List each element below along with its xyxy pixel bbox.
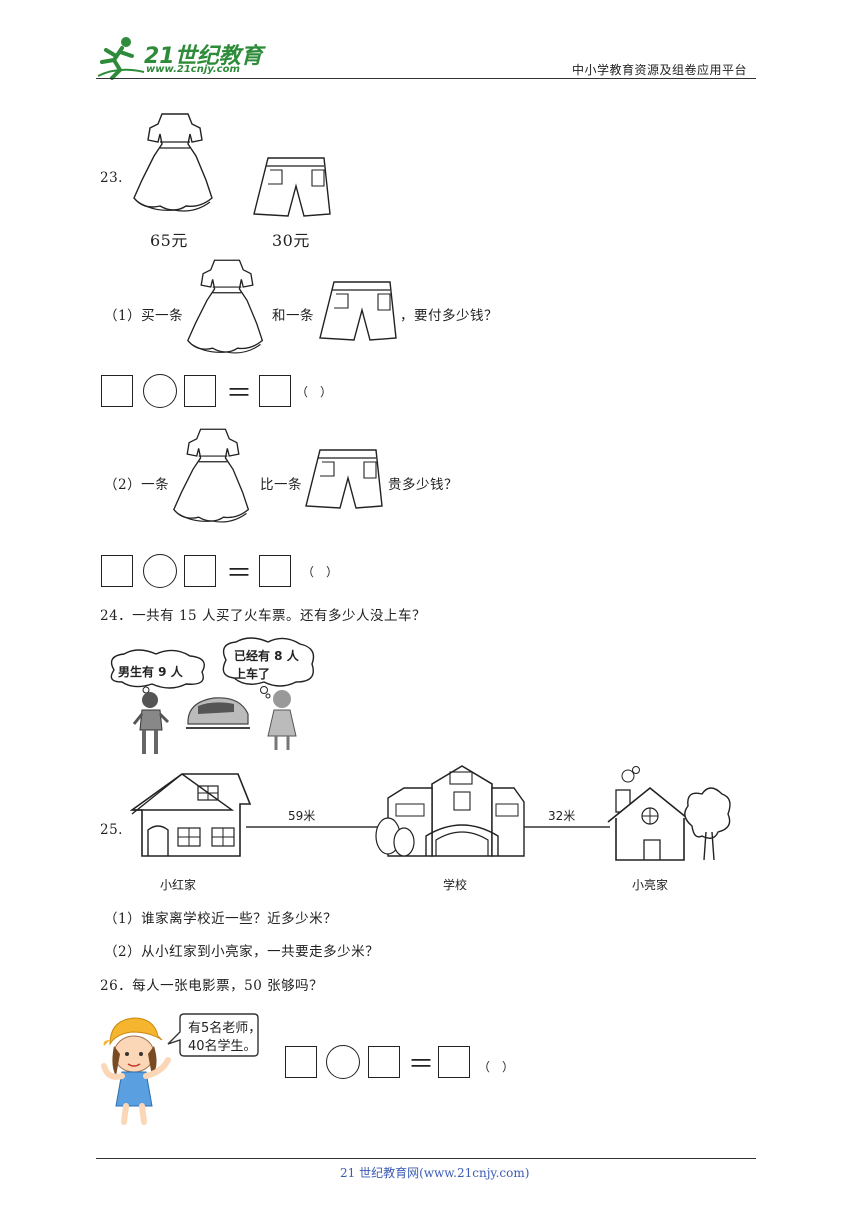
operator-circle[interactable] <box>143 554 177 588</box>
house-left-icon <box>129 773 252 857</box>
boy-bubble-icon <box>110 649 205 694</box>
dress-icon <box>187 259 264 354</box>
footer-rule <box>96 1158 756 1159</box>
unit-paren[interactable]: （ ） <box>302 565 339 579</box>
boy-bubble-text: 男生有 9 人 <box>118 665 183 679</box>
label-xiaoliang-home: 小亮家 <box>632 878 669 892</box>
road-line-left <box>246 826 382 828</box>
train-icon <box>186 697 250 729</box>
answer-box[interactable] <box>101 375 133 407</box>
operator-circle[interactable] <box>326 1045 360 1079</box>
q25-number: 25. <box>100 822 123 838</box>
school-icon <box>375 765 525 857</box>
q26-text: 26．每人一张电影票，50 张够吗？ <box>100 978 324 994</box>
q23-part2-mid: 比一条 <box>260 477 302 493</box>
teacher-bubble-icon <box>167 1013 259 1057</box>
label-xiaohong-home: 小红家 <box>160 878 197 892</box>
operator-circle[interactable] <box>143 374 177 408</box>
girl-bubble-icon <box>222 637 315 699</box>
boy-figure-icon <box>132 692 170 754</box>
header-right-text: 中小学教育资源及组卷应用平台 <box>572 63 748 77</box>
girl-bubble-line2: 上车了 <box>234 667 271 681</box>
distance-left-label: 59米 <box>288 809 316 823</box>
logo-title: 21世纪教育 <box>144 44 263 69</box>
distance-right-label: 32米 <box>548 809 576 823</box>
shorts-price: 30元 <box>272 231 310 250</box>
girl-bubble-line1: 已经有 8 人 <box>234 649 299 663</box>
girl-waving-icon <box>101 1017 171 1125</box>
q23-number: 23. <box>100 170 123 186</box>
answer-box[interactable] <box>259 555 291 587</box>
dress-icon <box>133 113 213 212</box>
label-school: 学校 <box>443 878 468 892</box>
shorts-icon <box>319 281 397 341</box>
bubble-line1: 有5名老师， <box>188 1021 262 1036</box>
answer-box[interactable] <box>184 375 216 407</box>
logo-url: www.21cnjy.com <box>146 64 240 75</box>
answer-box[interactable] <box>101 555 133 587</box>
dress-icon <box>173 428 250 523</box>
q23-part2-prefix: （2）一条 <box>104 477 170 493</box>
footer-text[interactable]: 21 世纪教育网(www.21cnjy.com) <box>340 1166 530 1180</box>
q25-sub1: （1）谁家离学校近一些？近多少米？ <box>104 911 338 927</box>
q23-part1-prefix: （1）买一条 <box>104 308 184 324</box>
q23-part2-suffix: 贵多少钱？ <box>388 477 458 493</box>
equals-sign: ＝ <box>226 379 253 409</box>
q24-text: 24．一共有 15 人买了火车票。还有多少人没上车？ <box>100 608 426 624</box>
header-logo: 21世纪教育 www.21cnjy.com <box>96 36 266 80</box>
equals-sign: ＝ <box>226 559 253 589</box>
answer-box[interactable] <box>438 1046 470 1078</box>
answer-box[interactable] <box>259 375 291 407</box>
bubble-line2: 40名学生。 <box>188 1039 257 1054</box>
house-right-icon <box>607 766 731 861</box>
girl-figure-icon <box>267 690 297 750</box>
equals-sign: ＝ <box>408 1050 435 1080</box>
road-line-right <box>524 826 610 828</box>
unit-paren[interactable]: （ ） <box>296 385 333 399</box>
answer-box[interactable] <box>368 1046 400 1078</box>
q23-part1-mid: 和一条 <box>272 308 314 324</box>
q23-part1-suffix: ，要付多少钱？ <box>400 308 498 324</box>
runner-logo-icon <box>97 37 145 80</box>
shorts-icon <box>305 449 383 509</box>
dress-price: 65元 <box>150 231 188 250</box>
answer-box[interactable] <box>285 1046 317 1078</box>
shorts-icon <box>253 157 331 217</box>
unit-paren[interactable]: （ ） <box>478 1060 515 1074</box>
q25-sub2: （2）从小红家到小亮家，一共要走多少米？ <box>104 944 380 960</box>
answer-box[interactable] <box>184 555 216 587</box>
header-rule <box>96 78 756 79</box>
